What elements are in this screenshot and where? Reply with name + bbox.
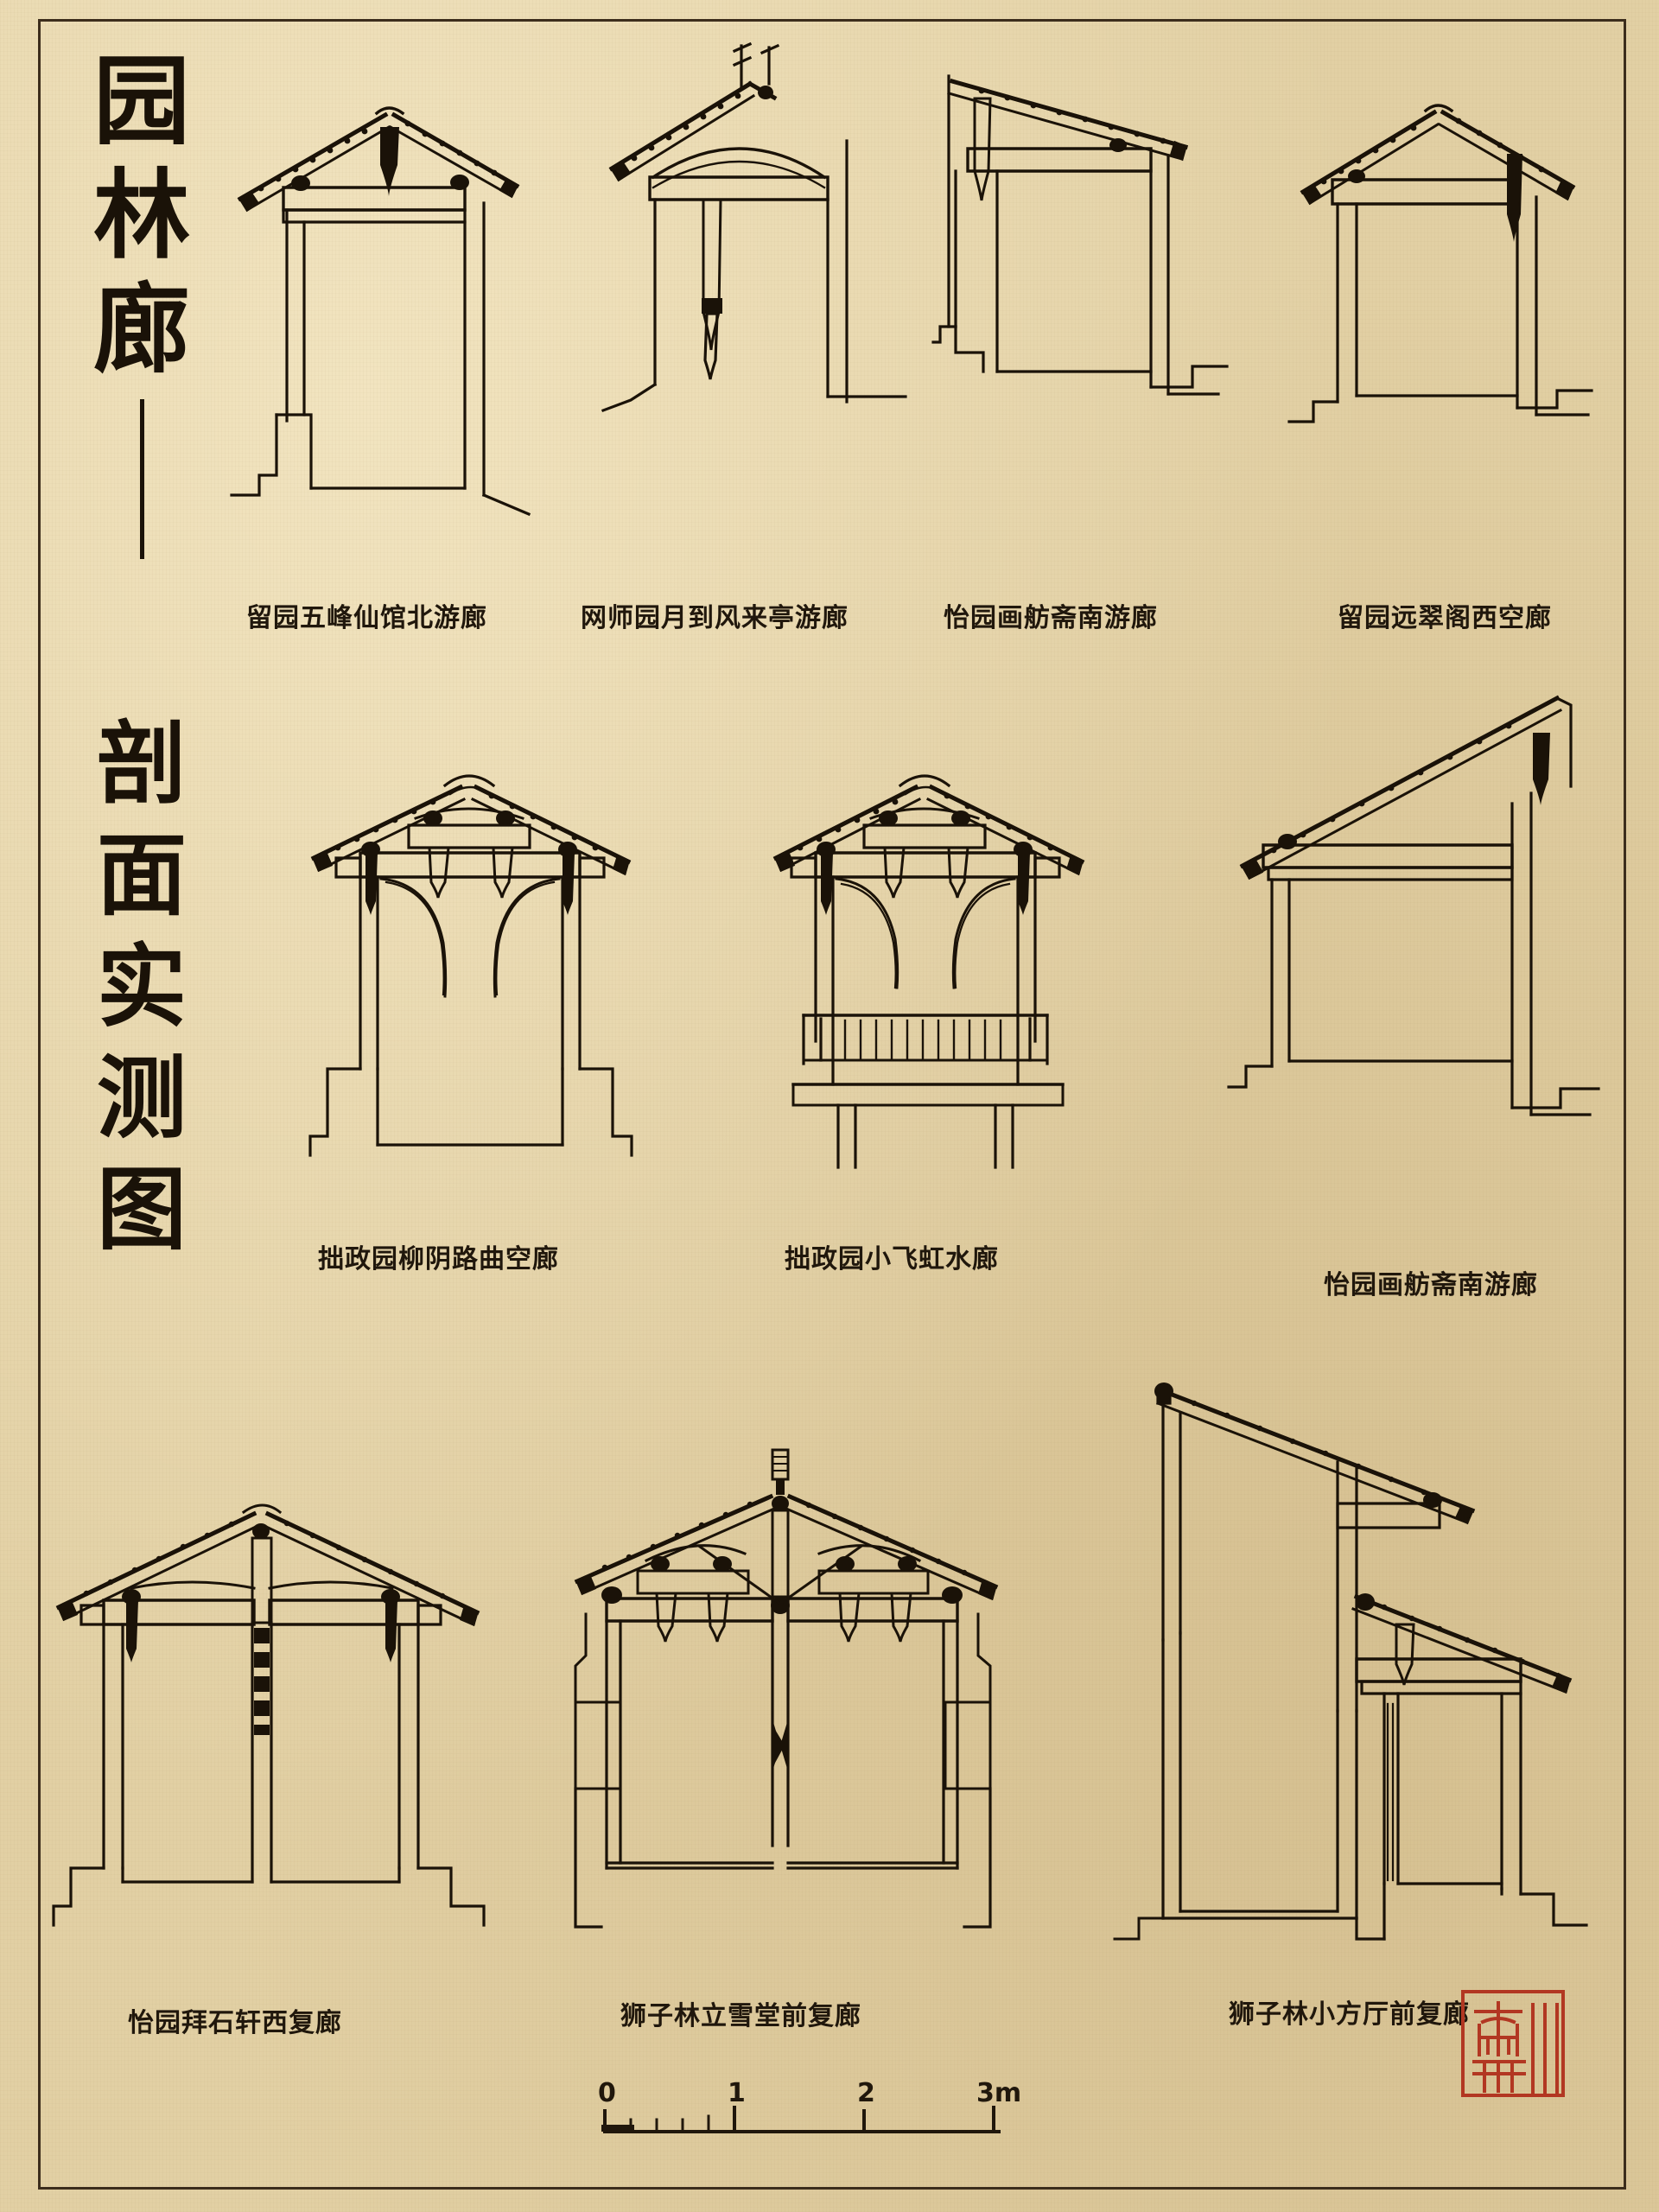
scale-label-0: 0	[598, 2078, 616, 2108]
caption-p8: 怡园拜石轩西复廊	[128, 2008, 342, 2038]
caption-p3: 怡园画舫斋南游廊	[944, 603, 1158, 633]
scale-label-3: 3m	[976, 2078, 1022, 2108]
caption-p7: 怡园画舫斋南游廊	[1324, 1270, 1538, 1300]
section-drawing-p7	[1227, 683, 1607, 1218]
artist-seal	[1459, 1987, 1567, 2100]
section-drawing-p9	[570, 1443, 1020, 1996]
subtitle-char-3: 实	[96, 933, 187, 1039]
caption-p5: 拙政园柳阴路曲空廊	[318, 1244, 559, 1274]
section-drawing-p8	[52, 1486, 501, 2005]
section-drawing-p3	[931, 41, 1279, 525]
page-subtitle: 剖 面 实 测 图	[64, 709, 219, 1266]
page-title: 园 林 廊	[64, 45, 219, 575]
subtitle-char-4: 测	[96, 1045, 187, 1151]
subtitle-char-5: 图	[96, 1156, 187, 1262]
title-char-1: 园	[93, 46, 190, 158]
scale-label-2: 2	[857, 2078, 875, 2108]
subtitle-char-2: 面	[96, 822, 187, 928]
caption-p10: 狮子林小方厅前复廊	[1229, 1999, 1470, 2030]
caption-p6: 拙政园小飞虹水廊	[785, 1244, 999, 1274]
subtitle-char-1: 剖	[96, 711, 187, 817]
title-char-3: 廊	[93, 274, 190, 387]
section-drawing-p1	[225, 82, 588, 540]
caption-p4: 留园远翠阁西空廊	[1338, 603, 1552, 633]
section-drawing-p4	[1287, 78, 1633, 527]
scale-label-1: 1	[728, 2078, 746, 2108]
section-drawing-p5	[307, 756, 687, 1205]
scale-bar: 0 1 2 3m	[596, 2078, 1021, 2173]
title-divider-rule	[139, 399, 144, 560]
title-char-2: 林	[93, 160, 190, 273]
caption-p9: 狮子林立雪堂前复廊	[620, 2001, 861, 2031]
section-drawing-p6	[769, 756, 1132, 1205]
section-drawing-p2	[596, 39, 959, 540]
caption-p1: 留园五峰仙馆北游廊	[246, 603, 487, 633]
section-drawing-p10	[1113, 1365, 1590, 2005]
caption-p2: 网师园月到风来亭游廊	[581, 603, 849, 633]
